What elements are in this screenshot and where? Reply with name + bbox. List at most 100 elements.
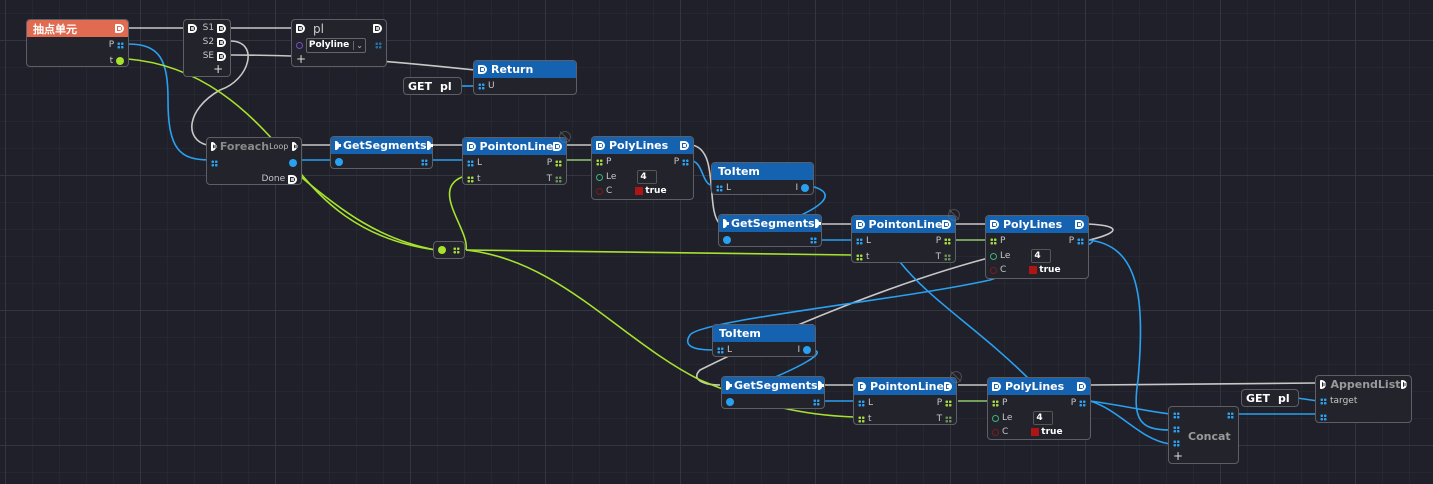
exec-out-pin-icon[interactable] xyxy=(1077,382,1086,391)
grid-pin-icon[interactable] xyxy=(1173,439,1180,447)
getsegments-node[interactable]: GetSegments xyxy=(330,136,433,169)
exec-out-pin-icon[interactable] xyxy=(942,220,951,229)
exec-in-pin-icon[interactable] xyxy=(726,381,732,390)
param-pin-icon[interactable] xyxy=(438,246,446,254)
grid-pin-icon[interactable] xyxy=(945,415,952,423)
grid-pin-icon[interactable] xyxy=(717,346,724,354)
exec-out-pin-icon[interactable] xyxy=(373,24,382,33)
grid-pin-icon[interactable] xyxy=(555,175,562,183)
grid-pin-icon[interactable] xyxy=(682,158,689,166)
ring-pin-icon[interactable] xyxy=(596,187,603,195)
grid-pin-icon[interactable] xyxy=(944,237,951,245)
grid-pin-icon[interactable] xyxy=(1173,425,1180,433)
add-pin-button[interactable]: + xyxy=(296,52,307,66)
grid-pin-icon[interactable] xyxy=(1320,397,1327,405)
reroute-node[interactable] xyxy=(433,241,465,259)
exec-in-pin-icon[interactable] xyxy=(858,382,867,391)
grid-pin-icon[interactable] xyxy=(1320,413,1327,421)
grid-pin-icon[interactable] xyxy=(858,415,865,423)
ring-pin-icon[interactable] xyxy=(596,173,603,181)
grid-pin-icon[interactable] xyxy=(990,237,997,245)
exec-out-pin-icon[interactable] xyxy=(115,24,124,33)
node-header[interactable]: PointonLine xyxy=(852,216,955,233)
getsegments-node[interactable]: GetSegments xyxy=(718,214,822,247)
node-header[interactable]: ToItem xyxy=(713,325,815,342)
type-select[interactable]: Polyline⌄ xyxy=(305,37,366,53)
data-pin-icon[interactable] xyxy=(723,236,731,244)
grid-pin-icon[interactable] xyxy=(375,41,382,49)
node-header[interactable]: PolyLines xyxy=(988,378,1090,395)
grid-pin-icon[interactable] xyxy=(945,399,952,407)
sequence-node[interactable]: S1 S2 SE + xyxy=(183,19,231,77)
grid-pin-icon[interactable] xyxy=(716,184,723,192)
exec-out-pin-icon[interactable] xyxy=(814,219,821,228)
exec-in-pin-icon[interactable] xyxy=(856,220,865,229)
ring-pin-icon[interactable] xyxy=(990,252,997,260)
exec-in-pin-icon[interactable] xyxy=(188,23,197,33)
event-node[interactable]: 抽点单元 P t xyxy=(26,19,129,67)
node-header[interactable]: GetSegments xyxy=(331,137,433,154)
exec-in-pin-icon[interactable] xyxy=(723,219,729,228)
exec-in-pin-icon[interactable] xyxy=(478,65,487,74)
exec-out-pin-icon[interactable] xyxy=(943,382,952,391)
grid-pin-icon[interactable] xyxy=(467,175,474,183)
grid-pin-icon[interactable] xyxy=(453,246,460,254)
exec-in-pin-icon[interactable] xyxy=(596,141,605,150)
exec-out-pin-icon[interactable] xyxy=(680,141,689,150)
set-variable-header[interactable]: pl xyxy=(292,20,386,37)
node-header[interactable]: PointonLine xyxy=(463,138,566,155)
grid-pin-icon[interactable] xyxy=(555,159,562,167)
hidden-eye-icon[interactable] xyxy=(950,371,962,383)
node-header[interactable]: GetSegments xyxy=(719,215,821,232)
exec-in-pin-icon[interactable] xyxy=(1320,380,1327,389)
node-header[interactable]: AppendList xyxy=(1316,376,1411,393)
grid-pin-icon[interactable] xyxy=(421,158,428,166)
node-header[interactable]: PointonLine xyxy=(854,378,956,395)
checkbox-closed[interactable] xyxy=(635,187,644,195)
node-header[interactable]: ToItem xyxy=(712,163,813,180)
grid-pin-icon[interactable] xyxy=(944,253,951,261)
grid-pin-icon[interactable] xyxy=(810,236,817,244)
node-header[interactable]: PolyLines xyxy=(986,216,1088,233)
grid-pin-icon[interactable] xyxy=(813,398,820,406)
hidden-eye-icon[interactable] xyxy=(948,209,960,221)
data-pin-icon[interactable] xyxy=(801,184,809,192)
checkbox-closed[interactable] xyxy=(1029,266,1038,274)
exec-out-pin-icon[interactable] xyxy=(292,142,298,151)
appendlist-node[interactable]: AppendList target xyxy=(1315,375,1412,423)
grid-pin-icon[interactable] xyxy=(1079,399,1086,407)
grid-pin-icon[interactable] xyxy=(1227,411,1234,419)
exec-in-pin-icon[interactable] xyxy=(990,220,999,229)
length-input[interactable]: 4 xyxy=(637,170,658,184)
grid-pin-icon[interactable] xyxy=(596,158,603,166)
concat-node[interactable]: Concat + xyxy=(1168,406,1239,464)
data-pin-icon[interactable] xyxy=(289,159,297,167)
type-pin-icon[interactable] xyxy=(296,41,303,49)
length-input[interactable]: 4 xyxy=(1033,411,1054,425)
exec-out-pin-icon[interactable] xyxy=(217,23,226,33)
grid-pin-icon[interactable] xyxy=(1173,411,1180,419)
grid-pin-icon[interactable] xyxy=(1077,237,1084,245)
exec-in-pin-icon[interactable] xyxy=(296,24,305,33)
grid-pin-icon[interactable] xyxy=(992,399,999,407)
grid-pin-icon[interactable] xyxy=(856,237,863,245)
node-header[interactable]: PolyLines xyxy=(592,137,693,154)
return-node[interactable]: Return U xyxy=(473,60,577,95)
grid-pin-icon[interactable] xyxy=(117,41,124,49)
exec-out-pin-icon[interactable] xyxy=(426,141,433,150)
ring-pin-icon[interactable] xyxy=(990,266,997,274)
get-variable-node[interactable]: GET pl xyxy=(1241,389,1299,407)
node-header[interactable]: GetSegments xyxy=(722,377,824,394)
exec-in-pin-icon[interactable] xyxy=(211,142,217,151)
exec-out-pin-icon[interactable] xyxy=(1400,380,1407,389)
grid-pin-icon[interactable] xyxy=(467,159,474,167)
exec-in-pin-icon[interactable] xyxy=(467,142,476,151)
exec-out-pin-icon[interactable] xyxy=(217,51,226,61)
grid-pin-icon[interactable] xyxy=(478,82,485,90)
exec-in-pin-icon[interactable] xyxy=(335,141,341,150)
